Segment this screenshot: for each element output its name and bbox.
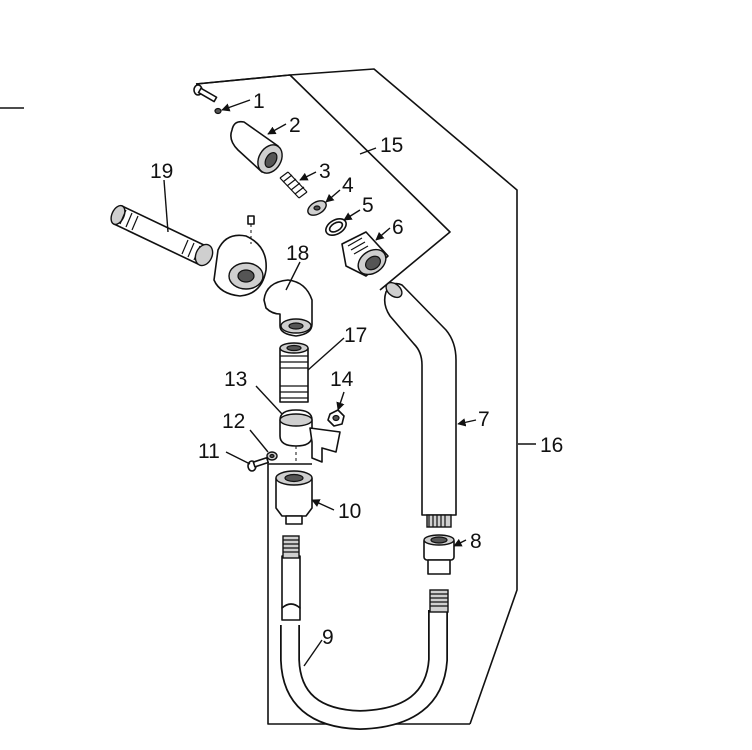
part-11-screw [247,456,270,472]
callout-19: 19 [150,160,173,183]
part-14-nut [327,409,345,427]
part-18-elbow [263,279,313,337]
callout-14: 14 [330,368,354,391]
callout-4: 4 [342,174,354,197]
callout-10: 10 [338,500,361,523]
part-19-pipe-flange [110,204,267,297]
callout-6: 6 [392,216,404,239]
leader-lines [163,99,536,667]
callout-8: 8 [470,530,482,553]
frame-16 [195,68,518,725]
part-6-nut-fitting [341,231,389,277]
callout-9: 9 [322,626,334,649]
callout-18: 18 [286,242,309,265]
part-12-washer [266,451,278,461]
part-1-screw [193,84,222,115]
callout-13: 13 [224,368,247,391]
callout-11: 11 [198,440,220,463]
part-10-adapter [275,470,313,525]
callout-17: 17 [344,324,367,347]
part-17-nipple-pipe [279,342,309,403]
callout-12: 12 [222,410,245,433]
callout-1: 1 [253,90,265,113]
part-8-coupling [423,534,455,575]
callout-5: 5 [362,194,374,217]
part-3-spring [279,171,308,199]
frame-15 [195,74,451,291]
callout-3: 3 [319,160,331,183]
part-5-o-ring [325,218,347,236]
callout-15: 15 [380,134,403,157]
part-7-spout [383,281,457,528]
part-2-cone-nozzle [230,120,283,174]
part-13-clamp-bracket [279,409,341,463]
part-9-hose [280,535,449,731]
callout-16: 16 [540,434,563,457]
callout-2: 2 [289,114,301,137]
part-4-washer [307,200,327,216]
callout-7: 7 [478,408,490,431]
